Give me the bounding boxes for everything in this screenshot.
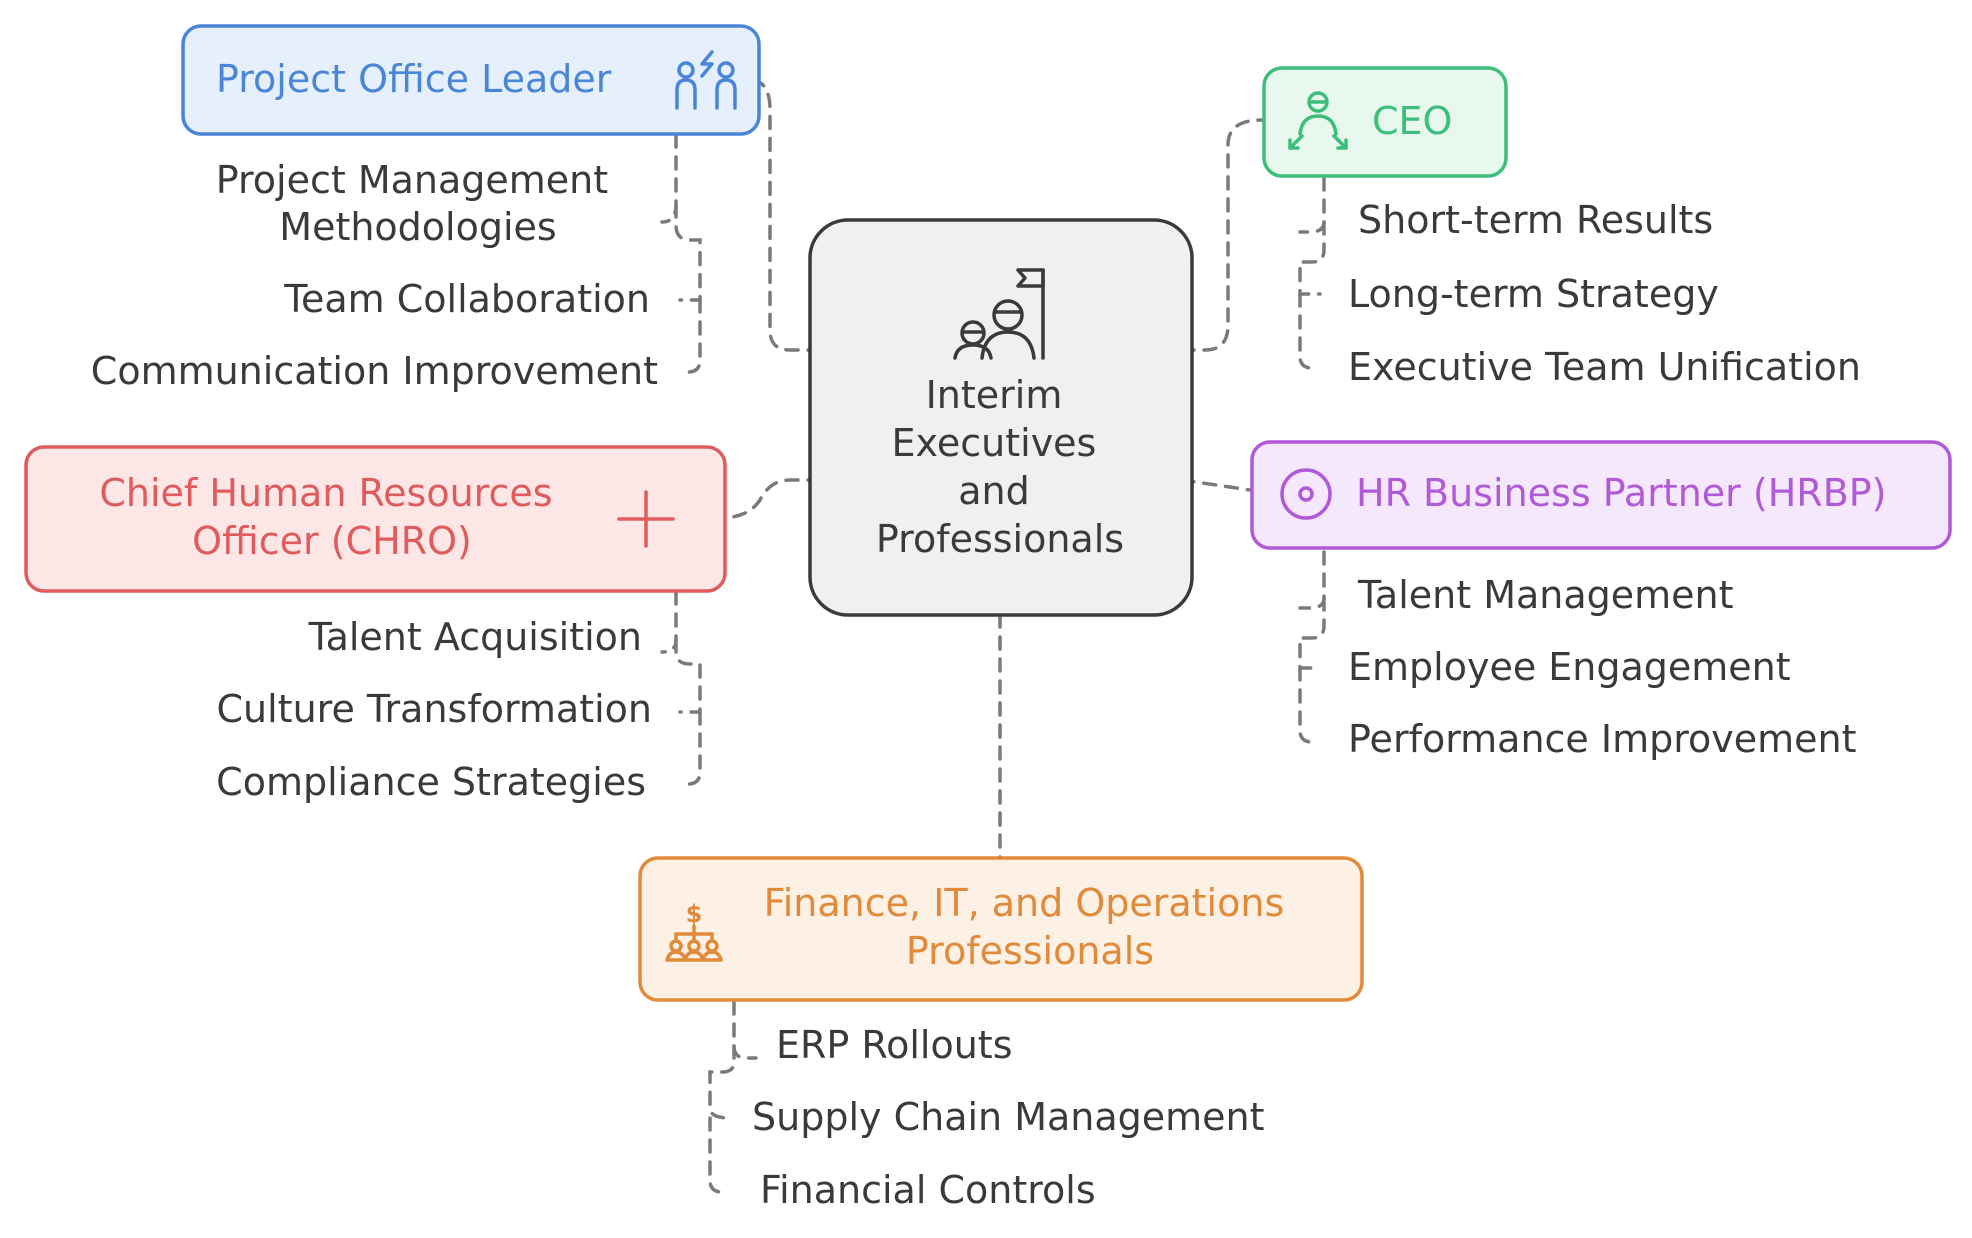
hrbp-label: HR Business Partner (HRBP): [1356, 471, 1887, 515]
connector-fin-leaf-2: [708, 1044, 736, 1120]
team-flag-icon: [953, 268, 1045, 360]
team-lightning-icon: [675, 50, 737, 110]
chro-node: Chief Human Resources Officer (CHRO): [24, 445, 727, 593]
org-dollar-icon: $: [665, 900, 723, 962]
chro-leaf-2: Culture Transformation: [217, 687, 653, 731]
ceo-leaf-3: Executive Team Unification: [1348, 345, 1861, 389]
hrbp-box: [1250, 440, 1952, 550]
po-leaf-1-line-2: Methodologies: [279, 205, 556, 249]
chro-label-line-2: Officer (CHRO): [192, 519, 472, 563]
fin-leaf-1: ERP Rollouts: [776, 1023, 1013, 1067]
finance-label: Finance, IT, and Operations Professional…: [764, 881, 1297, 973]
connectors: [660, 78, 1326, 1194]
svg-text:$: $: [686, 900, 703, 928]
ceo-leaf-2: Long-term Strategy: [1348, 272, 1719, 316]
leader-arrows-icon: [1288, 91, 1348, 150]
connector-ceo-leaf-1: [1298, 176, 1326, 234]
hrbp-leaf-1: Talent Management: [1357, 573, 1734, 617]
connector-ceo-leaf-2: [1298, 220, 1326, 296]
center-title-line-2: Executives: [892, 421, 1097, 465]
target-icon: [1280, 468, 1332, 520]
po-leaf-3: Communication Improvement: [91, 349, 658, 393]
po-leaf-1-line-1: Project Management: [216, 158, 608, 202]
connector-chro-leaf-3: [686, 710, 702, 786]
ceo-node: CEO: [1262, 66, 1508, 178]
project-office-box: [181, 24, 761, 136]
project-office-node: Project Office Leader: [181, 24, 761, 136]
connector-hrbp-leaf-2: [1298, 596, 1326, 670]
connector-po-leaf-1: [660, 133, 678, 224]
connector-hrbp-leaf-3: [1298, 666, 1314, 744]
chro-label-line-1: Chief Human Resources: [99, 471, 552, 515]
center-title-line-3: and: [958, 469, 1030, 513]
project-office-label: Project Office Leader: [216, 57, 612, 101]
connector-center-chro: [718, 478, 822, 520]
finance-label-line-1: Finance, IT, and Operations: [764, 881, 1285, 925]
finance-label-line-2: Professionals: [906, 929, 1154, 973]
chro-leaf-3: Compliance Strategies: [216, 760, 646, 804]
center-title: Interim Executives and Professionals: [876, 373, 1124, 561]
connector-chro-leaf-1: [660, 590, 678, 654]
chro-leaf-1: Talent Acquisition: [308, 615, 642, 659]
center-node-box: [808, 218, 1194, 617]
fin-leaf-3: Financial Controls: [760, 1168, 1096, 1212]
connector-chro-leaf-2: [674, 638, 702, 714]
plus-icon: [617, 490, 675, 548]
hrbp-leaf-3: Performance Improvement: [1348, 717, 1857, 761]
chro-box: [24, 445, 727, 593]
connector-hrbp-leaf-1: [1298, 550, 1326, 610]
hrbp-node: HR Business Partner (HRBP): [1250, 440, 1952, 550]
po-leaf-2: Team Collaboration: [283, 277, 650, 321]
finance-node: $ Finance, IT, and Operations Profession…: [638, 856, 1364, 1002]
connector-fin-leaf-3: [708, 1116, 724, 1194]
center-title-line-1: Interim: [926, 373, 1063, 417]
hrbp-leaf-2: Employee Engagement: [1348, 645, 1791, 689]
ceo-leaf-1: Short-term Results: [1358, 198, 1713, 242]
connector-ceo-leaf-3: [1298, 292, 1314, 370]
center-node: Interim Executives and Professionals: [808, 218, 1194, 617]
connector-center-project-office: [748, 78, 822, 352]
po-leaf-1: Project Management Methodologies: [216, 158, 621, 249]
finance-box: [638, 856, 1364, 1002]
chro-label: Chief Human Resources Officer (CHRO): [99, 471, 564, 563]
connector-fin-leaf-1: [732, 1000, 758, 1060]
connector-center-ceo: [1180, 118, 1264, 352]
center-title-line-4: Professionals: [876, 517, 1124, 561]
connector-po-leaf-3: [686, 298, 702, 374]
connector-po-leaf-2: [674, 203, 702, 302]
ceo-label: CEO: [1372, 99, 1452, 143]
fin-leaf-2: Supply Chain Management: [752, 1095, 1265, 1139]
